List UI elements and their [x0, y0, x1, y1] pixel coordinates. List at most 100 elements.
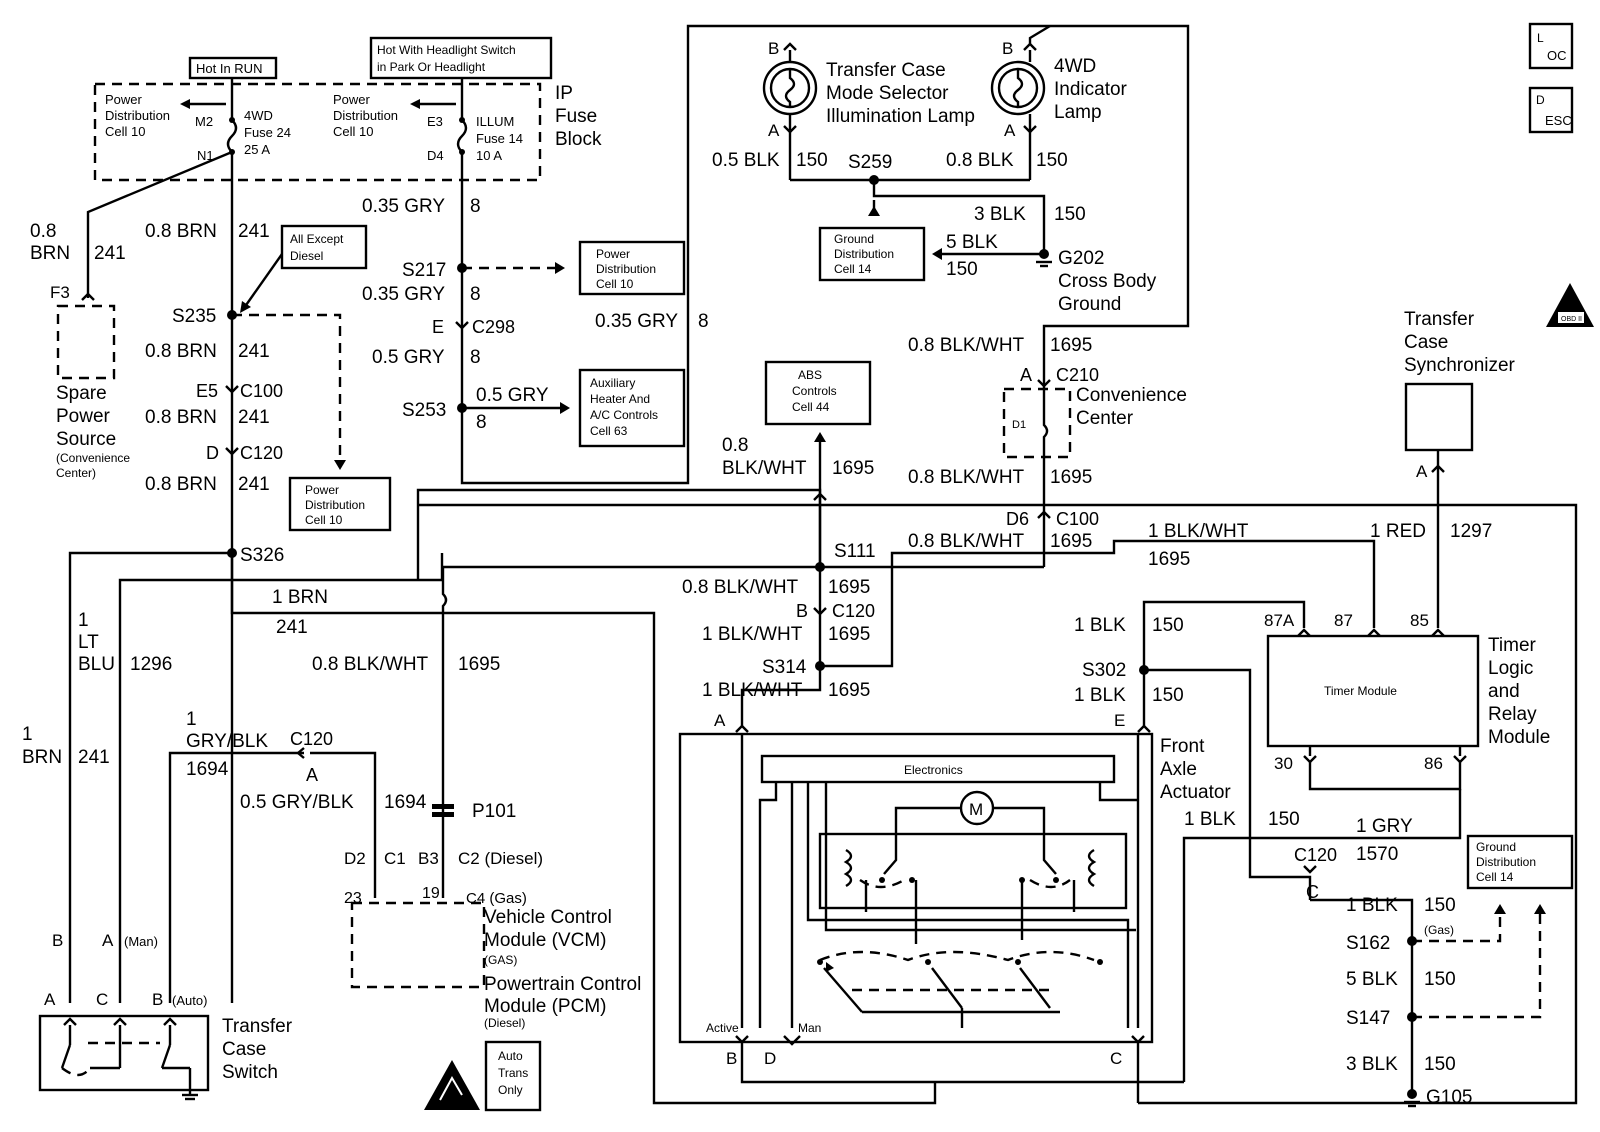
- svg-text:(Gas): (Gas): [1424, 923, 1454, 937]
- svg-text:1 BLK/WHT: 1 BLK/WHT: [1148, 521, 1249, 542]
- svg-text:B: B: [768, 39, 779, 58]
- svg-text:Auto: Auto: [498, 1049, 523, 1063]
- svg-text:A: A: [768, 121, 780, 140]
- svg-text:S314: S314: [762, 657, 807, 678]
- desc-badge: D ESC: [1528, 86, 1574, 134]
- svg-text:Trans: Trans: [498, 1066, 528, 1080]
- svg-text:0.35 GRY: 0.35 GRY: [362, 196, 445, 217]
- svg-text:241: 241: [238, 474, 270, 495]
- svg-text:E: E: [1114, 711, 1125, 730]
- svg-text:Relay: Relay: [1488, 704, 1537, 725]
- svg-text:(Man): (Man): [124, 934, 158, 949]
- svg-text:25 A: 25 A: [244, 142, 270, 157]
- svg-text:1694: 1694: [186, 759, 229, 780]
- svg-text:Hot In RUN: Hot In RUN: [196, 61, 262, 76]
- front-axle-actuator: A E Front Axle Actuator Electronics M: [678, 711, 1231, 1068]
- svg-text:10 A: 10 A: [476, 148, 502, 163]
- svg-text:Cell 63: Cell 63: [590, 424, 628, 438]
- obd-ii-warning-icon: OBD II: [1546, 283, 1594, 327]
- svg-text:C120: C120: [1294, 845, 1337, 865]
- svg-text:D: D: [206, 443, 219, 463]
- svg-text:3 BLK: 3 BLK: [974, 204, 1026, 225]
- svg-text:Electronics: Electronics: [904, 763, 963, 777]
- svg-text:0.5 GRY: 0.5 GRY: [372, 347, 445, 368]
- svg-text:(GAS): (GAS): [484, 953, 517, 967]
- svg-text:Ground: Ground: [1058, 294, 1121, 315]
- svg-text:241: 241: [238, 221, 270, 242]
- svg-text:Timer: Timer: [1488, 635, 1537, 656]
- svg-text:Cell 10: Cell 10: [333, 124, 373, 139]
- svg-text:A: A: [44, 990, 56, 1009]
- svg-text:1 GRY: 1 GRY: [1356, 816, 1413, 837]
- svg-text:E: E: [432, 317, 444, 337]
- svg-text:Powertrain Control: Powertrain Control: [484, 974, 641, 995]
- gnd14-box-top: Ground Distribution Cell 14: [818, 226, 926, 282]
- svg-text:Distribution: Distribution: [834, 247, 894, 261]
- svg-text:B: B: [726, 1049, 737, 1068]
- svg-text:1695: 1695: [1050, 531, 1092, 552]
- svg-text:E3: E3: [427, 114, 443, 129]
- svg-text:0.8: 0.8: [722, 435, 748, 456]
- svg-text:Logic: Logic: [1488, 658, 1533, 679]
- svg-text:D6: D6: [1006, 509, 1029, 529]
- svg-text:Power: Power: [56, 406, 111, 427]
- svg-text:1 BRN: 1 BRN: [272, 587, 328, 608]
- svg-text:Active: Active: [706, 1021, 739, 1035]
- svg-text:86: 86: [1424, 754, 1443, 773]
- svg-text:4WD: 4WD: [244, 108, 273, 123]
- svg-text:0.5 GRY/BLK: 0.5 GRY/BLK: [240, 792, 354, 813]
- svg-text:Heater And: Heater And: [590, 392, 650, 406]
- svg-text:OC: OC: [1547, 48, 1567, 63]
- svg-text:150: 150: [796, 150, 828, 171]
- svg-text:D1: D1: [1012, 419, 1026, 431]
- svg-text:Module: Module: [1488, 727, 1550, 748]
- svg-text:S235: S235: [172, 306, 216, 327]
- svg-text:1695: 1695: [458, 654, 500, 675]
- svg-text:Fuse: Fuse: [555, 106, 597, 127]
- svg-text:150: 150: [1424, 1054, 1456, 1075]
- svg-text:3 BLK: 3 BLK: [1346, 1054, 1398, 1075]
- g105-ground-icon: [1404, 1089, 1420, 1108]
- svg-text:S326: S326: [240, 545, 284, 566]
- svg-text:8: 8: [476, 412, 487, 433]
- svg-text:Center): Center): [56, 466, 96, 480]
- svg-text:OBD II: OBD II: [1561, 316, 1582, 323]
- svg-text:150: 150: [946, 259, 978, 280]
- svg-text:C100: C100: [240, 381, 283, 401]
- transfer-case-synchronizer: Transfer Case Synchronizer: [1404, 309, 1516, 462]
- svg-text:Cell 14: Cell 14: [834, 262, 872, 276]
- svg-text:S259: S259: [848, 152, 892, 173]
- svg-text:0.8 BLK/WHT: 0.8 BLK/WHT: [908, 531, 1025, 552]
- svg-text:in Park Or Headlight: in Park Or Headlight: [377, 60, 486, 74]
- svg-text:Distribution: Distribution: [596, 262, 656, 276]
- svg-text:Case: Case: [1404, 332, 1448, 353]
- aux-heater-box: Auxiliary Heater And A/C Controls Cell 6…: [578, 368, 686, 448]
- svg-text:Ground: Ground: [834, 232, 874, 246]
- svg-text:0.8 BLK: 0.8 BLK: [946, 150, 1014, 171]
- svg-text:1 BLK: 1 BLK: [1074, 615, 1126, 636]
- svg-text:S111: S111: [834, 541, 876, 562]
- svg-text:C120: C120: [290, 729, 333, 749]
- svg-text:A: A: [1004, 121, 1016, 140]
- svg-text:G202: G202: [1058, 248, 1104, 269]
- svg-text:Distribution: Distribution: [1476, 855, 1536, 869]
- svg-text:0.8 BLK/WHT: 0.8 BLK/WHT: [682, 577, 799, 598]
- svg-text:Power: Power: [305, 483, 339, 497]
- svg-text:D2: D2: [344, 849, 366, 868]
- svg-text:ILLUM: ILLUM: [476, 114, 514, 129]
- svg-text:(Diesel): (Diesel): [484, 1016, 525, 1030]
- svg-text:Auxiliary: Auxiliary: [590, 376, 635, 390]
- svg-text:C: C: [96, 990, 108, 1009]
- svg-text:A: A: [306, 765, 318, 785]
- svg-text:C: C: [1110, 1049, 1122, 1068]
- svg-text:150: 150: [1036, 150, 1068, 171]
- svg-text:Distribution: Distribution: [333, 108, 398, 123]
- svg-text:Cell 44: Cell 44: [792, 400, 830, 414]
- esd-warning-icon: [424, 1060, 480, 1110]
- svg-text:Power: Power: [596, 247, 630, 261]
- svg-text:A: A: [102, 931, 114, 950]
- svg-text:Center: Center: [1076, 408, 1134, 429]
- hot-headlight-box: Hot With Headlight Switch in Park Or Hea…: [369, 36, 553, 80]
- svg-text:8: 8: [470, 347, 481, 368]
